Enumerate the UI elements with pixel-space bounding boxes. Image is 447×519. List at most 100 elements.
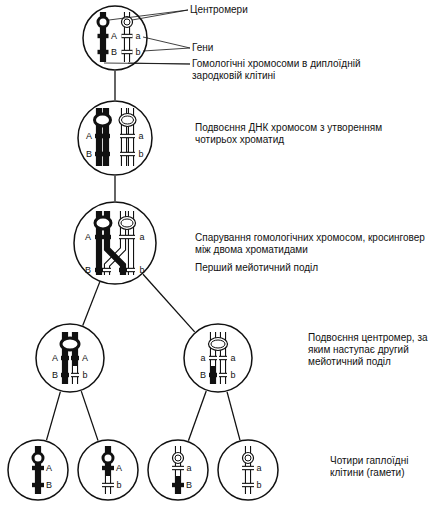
gene-letter: A [46, 464, 52, 473]
stage-label: Гени [192, 42, 342, 54]
gene-band [127, 152, 135, 156]
gene-letter: B [86, 150, 92, 159]
cell-circle: AB [7, 439, 69, 501]
gene-band [209, 373, 217, 377]
gene-letter: b [230, 371, 235, 380]
chromosome-group [102, 446, 114, 494]
centromere [95, 217, 111, 229]
gene-band [242, 467, 254, 469]
gene-band [120, 153, 128, 155]
gene-band [98, 34, 109, 38]
cell-outline [8, 440, 68, 500]
gene-letter: A [82, 354, 88, 363]
cell-circle: A Ba b [73, 201, 157, 285]
gene-band [103, 269, 111, 271]
cell-circle: AABb [35, 323, 105, 393]
gene-band [102, 466, 114, 470]
gene-letter: a [135, 32, 140, 41]
gene-band [219, 374, 227, 376]
gene-band [119, 235, 127, 239]
gene-letter: B [186, 481, 192, 490]
lineage-line [114, 71, 115, 100]
gene-band [219, 356, 227, 360]
gene-band [219, 373, 227, 377]
gene-band [242, 484, 254, 486]
centromere [122, 17, 133, 28]
stage-label: Центромери [190, 4, 340, 16]
gene-band [120, 152, 128, 156]
centromere [122, 116, 134, 124]
gene-letter: b [82, 371, 87, 380]
cell-outline [184, 324, 252, 392]
gene-band [95, 134, 103, 138]
gene-letter: a [138, 132, 143, 141]
gene-band [102, 484, 114, 486]
stage-label: Перший мейотичний поділ [195, 262, 395, 274]
cell-outline [78, 440, 138, 500]
gene-band [119, 236, 127, 238]
gene-band [122, 35, 133, 37]
gene-letter: A [111, 32, 117, 41]
gene-band [102, 134, 110, 138]
gene-band [127, 236, 135, 238]
gene-letter: A [116, 464, 122, 473]
stage-label: Гомологічні хромосоми в диплоїдній зарод… [192, 58, 407, 82]
gene-band [61, 373, 69, 377]
cell-circle: ab [217, 439, 279, 501]
gene-band [71, 356, 79, 360]
gene-band [119, 268, 127, 272]
gene-letter: b [139, 266, 144, 275]
gene-letter: B [52, 371, 58, 380]
cell-outline [218, 440, 278, 500]
gene-letter: b [138, 150, 143, 159]
centromere [245, 455, 251, 461]
cell-shape [183, 323, 253, 393]
gene-band [242, 483, 254, 487]
cell-outline [36, 324, 104, 392]
leader-line [143, 48, 190, 51]
gene-band [127, 135, 135, 137]
centromere [124, 19, 130, 25]
cell-circle: Ab [77, 439, 139, 501]
gene-letter: a [139, 233, 144, 242]
chromosome-group [98, 12, 133, 62]
lineage-line [114, 176, 115, 201]
gene-band [61, 356, 69, 360]
gene-band [127, 134, 135, 138]
gene-band [95, 235, 103, 239]
gene-band [172, 466, 184, 470]
gene-letter: A [85, 233, 91, 242]
gene-letter: A [52, 354, 58, 363]
centromere [95, 114, 111, 126]
chromosome-group [95, 108, 137, 166]
cell-shape [35, 323, 105, 393]
leader-line [143, 37, 190, 48]
cell-shape [77, 439, 139, 501]
chromosome-group [32, 446, 44, 494]
gene-letter: B [111, 48, 117, 57]
gene-letter: a [256, 464, 261, 473]
gene-letter: B [85, 266, 91, 275]
stage-label: Подвоєння ДНК хромосом з утворенням чоти… [195, 122, 410, 146]
lineage-line [47, 392, 61, 441]
gene-band [122, 50, 133, 54]
gene-band [103, 235, 111, 239]
gene-band [71, 374, 79, 376]
centromere [243, 453, 254, 464]
lineage-line [81, 391, 98, 441]
chromatid [210, 366, 216, 384]
chromosome-group [209, 332, 228, 384]
chromatid [72, 366, 78, 384]
chromatid [176, 446, 180, 476]
chromosome-group [242, 446, 254, 494]
gene-band [103, 268, 111, 272]
cell-circle: ABab [77, 100, 153, 176]
cell-circle: ABab [82, 5, 148, 71]
gene-band [242, 466, 254, 470]
cell-outline [74, 202, 156, 284]
gene-band [219, 357, 227, 359]
gene-band [209, 357, 217, 359]
gene-letter: b [135, 48, 140, 57]
cell-circle: aB [147, 439, 209, 501]
